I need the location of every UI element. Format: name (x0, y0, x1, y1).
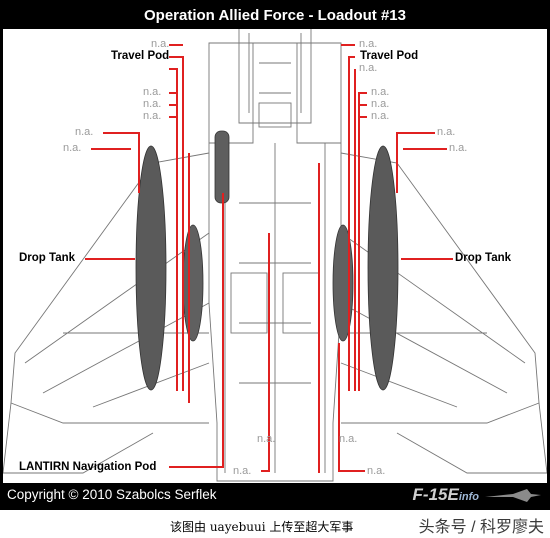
inner-tank-left-shape (182, 224, 204, 342)
leader-travel-pod-right-2 (348, 56, 355, 391)
label-lantirn-pod: LANTIRN Navigation Pod (19, 461, 157, 473)
na-label: n.a. (143, 110, 162, 122)
na-label: n.a. (437, 126, 456, 138)
left-wing-outline (10, 152, 210, 424)
logo-text: F-15E (412, 485, 459, 504)
na-label: n.a. (75, 126, 94, 138)
na-label: n.a. (143, 86, 162, 98)
right-intake (296, 42, 341, 144)
lantirn-pod-shape (214, 130, 230, 204)
logo-suffix: info (458, 491, 479, 503)
watermark-bar: 该图由 uayebuui 上传至超大军事 头条号 / 科罗廖夫 (0, 510, 550, 538)
na-label: n.a. (359, 62, 378, 74)
na-label: n.a. (151, 38, 170, 50)
engine-bay-left (230, 272, 268, 334)
aircraft-loadout-diagram (3, 29, 547, 482)
leader-travel-pod-left-2 (169, 56, 184, 391)
left-wing-details (24, 232, 210, 408)
na-label: n.a. (233, 465, 252, 477)
leader-travel-pod-left-3 (169, 68, 178, 391)
footer-bar: Copyright © 2010 Szabolcs Serflek F-15Ei… (3, 483, 547, 507)
label-travel-pod-left: Travel Pod (111, 50, 170, 62)
nose-section (238, 29, 312, 124)
engine-bay-right (282, 272, 320, 334)
page-title: Operation Allied Force - Loadout #13 (3, 3, 547, 29)
leader-travel-pod-right-4 (358, 92, 367, 391)
fuselage-internal-lines (224, 143, 326, 473)
na-label: n.a. (371, 110, 390, 122)
copyright-text: Copyright © 2010 Szabolcs Serflek (7, 487, 217, 502)
na-label: n.a. (143, 98, 162, 110)
leader-lantirn (169, 193, 224, 468)
leader-na-bottom-right (338, 343, 365, 472)
fuselage-outline (208, 42, 342, 482)
leader-na-right-1 (396, 132, 435, 193)
na-label: n.a. (371, 86, 390, 98)
upload-note: 该图由 uayebuui 上传至超大军事 (170, 520, 354, 534)
left-stabilizer (3, 402, 154, 474)
label-travel-pod-right: Travel Pod (360, 50, 419, 62)
leader-na-left-1 (103, 132, 140, 193)
site-logo: F-15Einfo (413, 485, 479, 505)
leader-lines (85, 44, 453, 473)
drop-tank-right-shape (367, 145, 399, 391)
label-drop-tank-right: Drop Tank (455, 252, 512, 264)
cockpit-lines (248, 33, 302, 113)
left-intake (209, 42, 254, 144)
label-drop-tank-left: Drop Tank (19, 252, 76, 264)
na-label: n.a. (359, 38, 378, 50)
na-label: n.a. (339, 433, 358, 445)
avionics-panel (258, 102, 292, 128)
na-label: n.a. (63, 142, 82, 154)
na-label: n.a. (367, 465, 386, 477)
leader-na-center-left (261, 233, 270, 472)
diagram-frame: Operation Allied Force - Loadout #13 Tra… (0, 0, 550, 510)
na-label: n.a. (371, 98, 390, 110)
drop-tank-left-shape (135, 145, 167, 391)
na-label: n.a. (257, 433, 276, 445)
na-label: n.a. (449, 142, 468, 154)
right-stabilizer (396, 402, 547, 474)
jet-icon (485, 489, 541, 502)
source-watermark: 头条号 / 科罗廖夫 (418, 519, 544, 536)
right-wing-details (340, 232, 526, 408)
